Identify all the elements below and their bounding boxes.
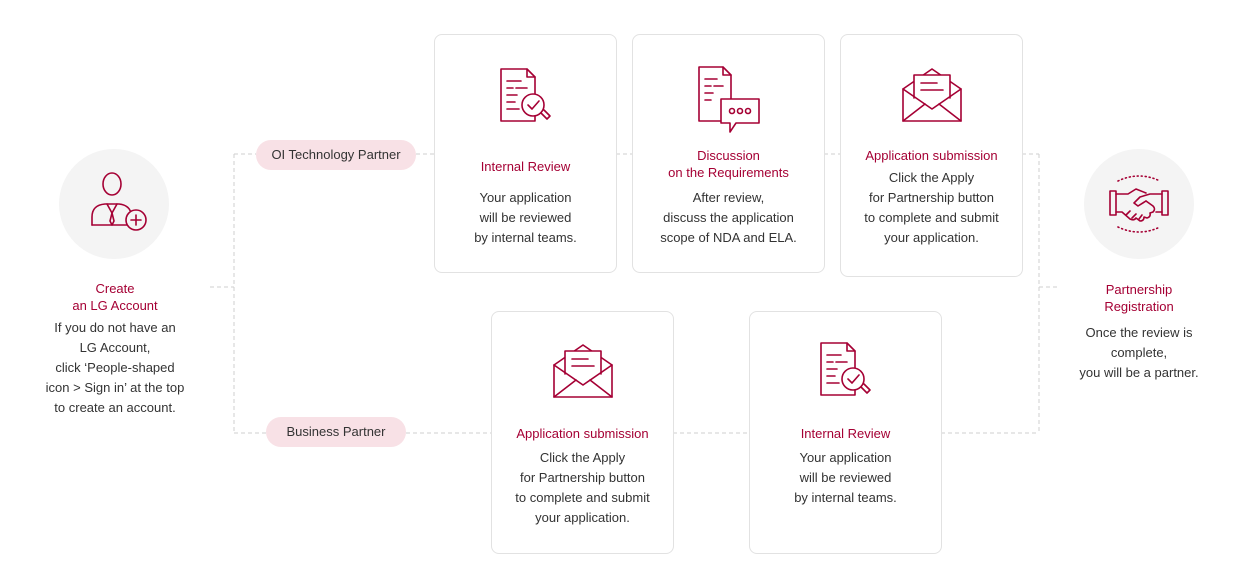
step-title: Application submission — [516, 426, 649, 441]
document-check-icon — [819, 342, 871, 396]
step-title: Internal Review — [480, 159, 571, 174]
envelope-letter-icon — [901, 68, 962, 122]
end-description: Once the review is complete, you will be… — [1079, 325, 1199, 380]
step-card-internal-review: Internal Review Your application will be… — [749, 311, 942, 554]
step-card-internal-review: Internal Review Your application will be… — [434, 34, 617, 273]
start-step: Create an LG Account If you do not have … — [40, 280, 190, 418]
track-label-oi-technology: OI Technology Partner — [256, 140, 416, 170]
handshake-icon — [1109, 175, 1169, 233]
envelope-letter-icon — [552, 344, 613, 398]
document-check-icon — [499, 68, 551, 122]
step-card-discussion: Discussion on the Requirements After rev… — [632, 34, 825, 273]
step-title: Application submission — [865, 148, 998, 163]
step-description: Your application will be reviewed by int… — [794, 450, 897, 505]
step-description: After review, discuss the application sc… — [660, 190, 797, 245]
step-title: Internal Review — [800, 426, 891, 441]
step-card-application-submission: Application submission Click the Apply f… — [491, 311, 674, 554]
end-step: Partnership Registration Once the review… — [1064, 281, 1214, 383]
step-title: Discussion on the Requirements — [668, 148, 789, 180]
step-description: Click the Apply for Partnership button t… — [515, 450, 650, 525]
step-card-application-submission: Application submission Click the Apply f… — [840, 34, 1023, 277]
step-description: Click the Apply for Partnership button t… — [864, 170, 999, 245]
start-icon-circle — [59, 149, 169, 259]
start-title: Create an LG Account — [72, 281, 158, 313]
person-add-icon — [91, 172, 147, 231]
end-icon-circle — [1084, 149, 1194, 259]
start-description: If you do not have an LG Account, click … — [45, 320, 185, 415]
end-title: Partnership Registration — [1104, 282, 1174, 314]
step-description: Your application will be reviewed by int… — [474, 190, 577, 245]
document-chat-icon — [697, 66, 760, 133]
track-label-business: Business Partner — [266, 417, 406, 447]
